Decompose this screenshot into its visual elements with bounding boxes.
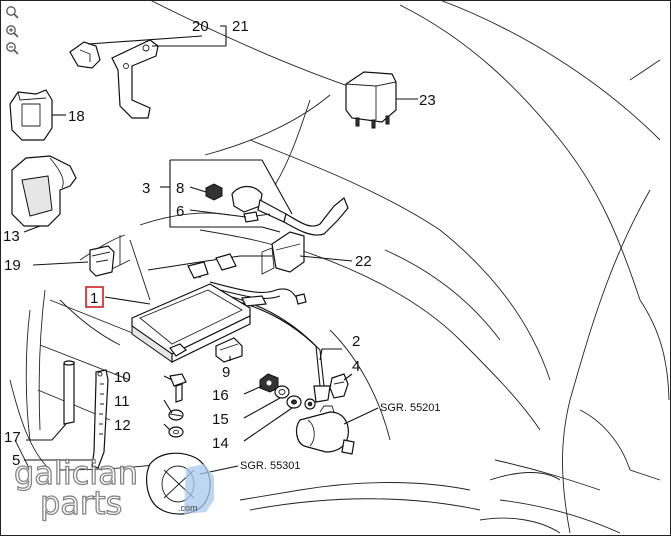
part-21-bracket[interactable]	[111, 39, 159, 119]
part-15-washer[interactable]	[274, 385, 290, 399]
part-11-washer[interactable]	[168, 409, 184, 421]
callout-15[interactable]: 15	[212, 411, 229, 428]
callout-1[interactable]: 1	[90, 290, 98, 307]
battery-terminal-clamp[interactable]	[231, 185, 349, 236]
part-1-battery-tray[interactable]	[131, 283, 251, 363]
callout-21[interactable]: 21	[232, 18, 249, 35]
callout-3[interactable]: 3	[142, 180, 150, 197]
watermark-suffix: .com	[178, 503, 198, 513]
starter-motor[interactable]	[295, 405, 355, 455]
callout-labels: 20 21 18 13 19 3 8 6 23 22 1 2 4 9 10 11…	[3, 18, 441, 472]
callout-8[interactable]: 8	[176, 180, 184, 197]
part-20-clip[interactable]	[69, 41, 101, 69]
part-22-connector[interactable]	[261, 231, 305, 275]
callout-20[interactable]: 20	[192, 18, 209, 35]
part-10-bolt[interactable]	[169, 373, 187, 403]
callout-6[interactable]: 6	[176, 203, 184, 220]
callout-13[interactable]: 13	[3, 228, 20, 245]
callout-23[interactable]: 23	[419, 92, 436, 109]
part-2-cable-end[interactable]	[304, 385, 331, 410]
reference-sgr-55301[interactable]: SGR. 55301	[240, 460, 301, 472]
callout-1-highlight	[85, 286, 104, 308]
part-13-cable-clip[interactable]	[11, 155, 77, 227]
part-18-connector[interactable]	[9, 89, 53, 141]
part-17-rod[interactable]	[63, 360, 75, 425]
part-19-fuse[interactable]	[89, 245, 115, 277]
callout-9[interactable]: 9	[222, 364, 230, 381]
watermark-line-2: parts	[40, 484, 122, 522]
zoom-out-icon[interactable]	[5, 41, 19, 55]
car-body-outline	[9, 0, 670, 534]
leader-lines	[23, 25, 418, 475]
reference-sgr-55201[interactable]: SGR. 55201	[380, 402, 441, 414]
zoom-in-icon[interactable]	[5, 24, 19, 38]
watermark-line-1: galician	[14, 454, 138, 492]
watermark-logo: galician parts .com	[13, 453, 214, 523]
callout-2[interactable]: 2	[352, 333, 360, 350]
callout-12[interactable]: 12	[114, 417, 131, 434]
callout-4[interactable]: 4	[352, 358, 360, 375]
zoom-reset-icon[interactable]	[5, 5, 19, 19]
part-8-nut[interactable]	[205, 183, 223, 201]
callout-5[interactable]: 5	[12, 452, 20, 469]
battery-wiring	[147, 253, 325, 387]
part-23-relay[interactable]	[345, 71, 397, 129]
part-14-washer[interactable]	[286, 395, 302, 409]
watermark-map-shape	[184, 464, 214, 514]
part-4-clamp[interactable]	[329, 373, 349, 399]
callout-22[interactable]: 22	[355, 253, 372, 270]
callout-19[interactable]: 19	[4, 257, 21, 274]
callout-10[interactable]: 10	[114, 369, 131, 386]
part-16-nut[interactable]	[259, 373, 279, 393]
part-9-bracket[interactable]	[215, 337, 243, 363]
callout-18[interactable]: 18	[68, 108, 85, 125]
callout-11[interactable]: 11	[114, 393, 130, 410]
callout-14[interactable]: 14	[212, 435, 229, 452]
part-5-strap[interactable]	[91, 369, 109, 469]
part-12-washer[interactable]	[168, 426, 184, 438]
part-6-bolt[interactable]	[243, 211, 271, 223]
callout-16[interactable]: 16	[212, 387, 229, 404]
callout-17[interactable]: 17	[4, 429, 21, 446]
